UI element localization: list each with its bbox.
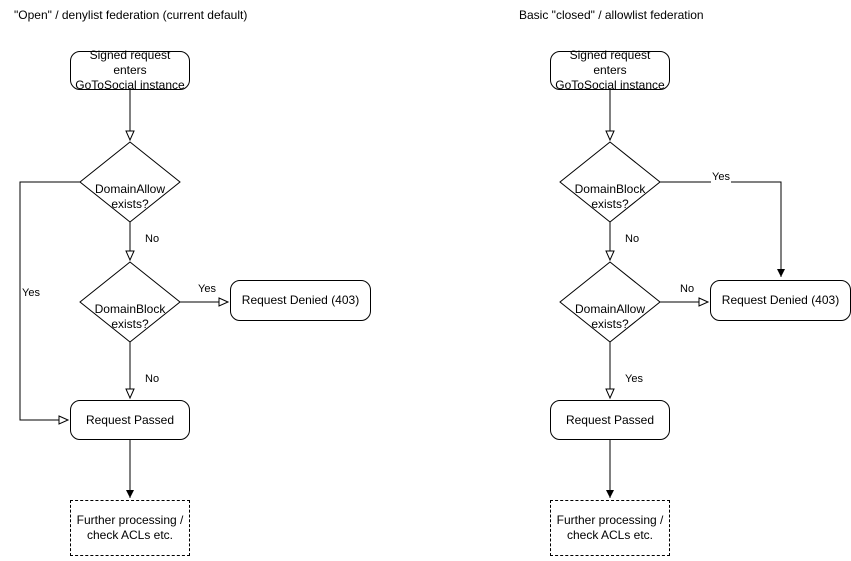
edge-label-domainallow-yes-left: Yes (21, 287, 41, 300)
diagram-title-open-denylist: "Open" / denylist federation (current de… (14, 8, 248, 22)
node-further-processing-right[interactable]: Further processing / check ACLs etc. (550, 500, 670, 556)
node-entry-left-label: Signed request enters GoToSocial instanc… (75, 48, 185, 92)
node-further-processing-right-label: Further processing / check ACLs etc. (556, 513, 664, 542)
edge-label-domainblock-yes-right: Yes (711, 171, 731, 184)
diagram-title-closed-allowlist: Basic "closed" / allowlist federation (519, 8, 704, 22)
node-further-processing-left-label: Further processing / check ACLs etc. (76, 513, 184, 542)
decision-shape-domainblock-right (559, 141, 661, 223)
node-request-denied-left-label: Request Denied (403) (241, 293, 360, 307)
edge-label-domainblock-no-right: No (624, 233, 641, 246)
node-entry-left[interactable]: Signed request enters GoToSocial instanc… (70, 48, 190, 92)
node-further-processing-left[interactable]: Further processing / check ACLs etc. (70, 500, 190, 556)
node-request-passed-right-label: Request Passed (565, 412, 655, 427)
edge-label-domainblock-yes-left: Yes (197, 283, 217, 296)
node-request-denied-left[interactable]: Request Denied (403) (230, 280, 371, 321)
decision-shape-domainallow-left (79, 141, 181, 223)
edge-label-domainblock-no-left: No (144, 373, 161, 386)
node-entry-right[interactable]: Signed request enters GoToSocial instanc… (550, 48, 670, 92)
edge-label-domainallow-yes-right: Yes (624, 373, 644, 386)
edge-domainblock-yes-right (660, 181, 785, 277)
edge-label-domainallow-no-left: No (144, 233, 161, 246)
node-request-passed-left[interactable]: Request Passed (70, 400, 190, 440)
edge-label-domainallow-no-right: No (679, 283, 696, 296)
node-request-passed-left-label: Request Passed (85, 412, 175, 427)
node-request-denied-right[interactable]: Request Denied (403) (710, 280, 851, 321)
node-request-passed-right[interactable]: Request Passed (550, 400, 670, 440)
node-entry-right-label: Signed request enters GoToSocial instanc… (555, 48, 665, 92)
node-request-denied-right-label: Request Denied (403) (721, 293, 840, 307)
edge-domainallow-yes-left (19, 181, 80, 425)
decision-shape-domainblock-left (79, 261, 181, 343)
decision-shape-domainallow-right (559, 261, 661, 343)
